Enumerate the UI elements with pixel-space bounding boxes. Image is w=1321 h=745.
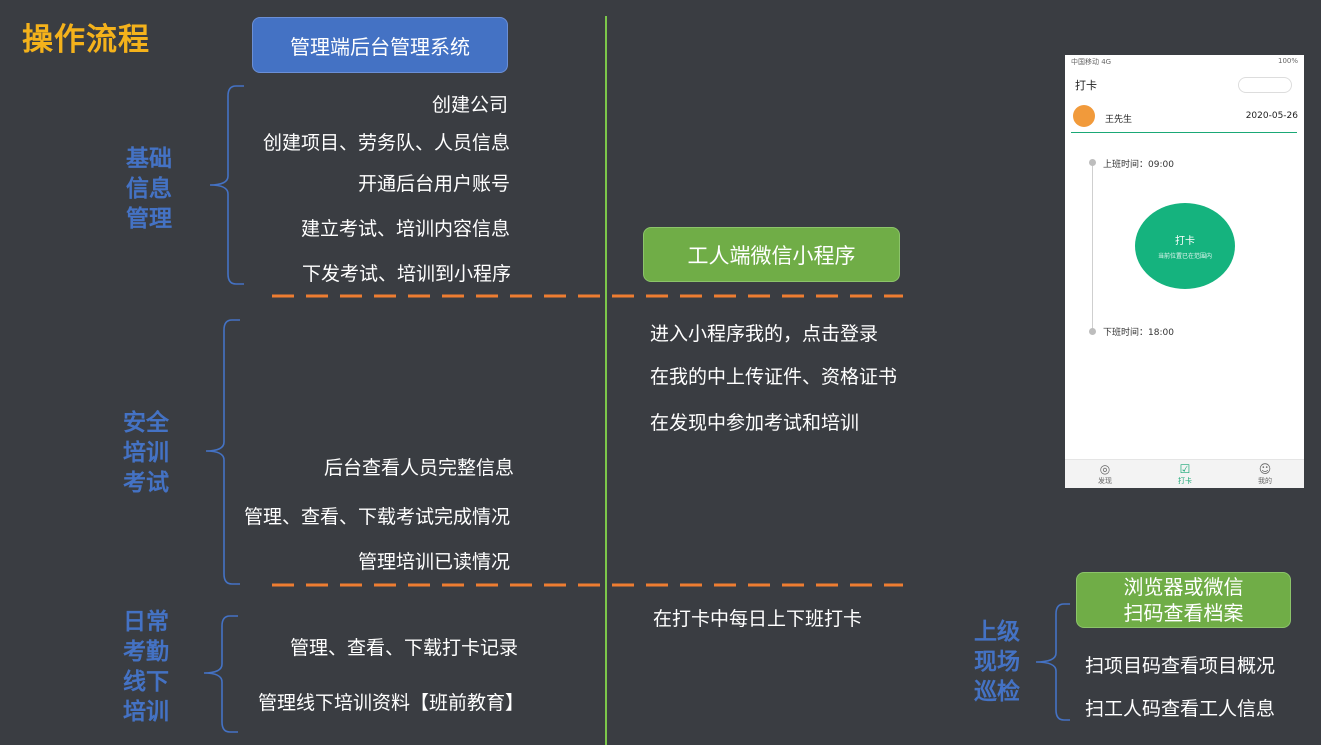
clock-in-sub: 当前位置已在范围内 — [1157, 253, 1212, 260]
tab-discover[interactable]: ◎ 发现 — [1085, 462, 1125, 486]
page-title: 操作流程 — [22, 22, 150, 58]
brace-safety — [205, 319, 240, 585]
safety-item: 管理培训已读情况 — [357, 551, 510, 573]
label-line: 基础 — [126, 146, 172, 172]
brace-daily — [203, 615, 238, 733]
basic-item: 开通后台用户账号 — [357, 173, 510, 195]
label-line: 信息 — [126, 176, 172, 202]
brace-inspect — [1035, 603, 1070, 721]
tab-clock[interactable]: ☑ 打卡 — [1165, 462, 1205, 486]
clock-in-button[interactable]: 打卡 当前位置已在范围内 — [1135, 203, 1235, 289]
label-line: 考试 — [123, 470, 169, 496]
browser-scan-box: 浏览器或微信 扫码查看档案 — [1076, 572, 1291, 628]
phone-menu-capsule[interactable] — [1238, 77, 1292, 93]
phone-tabbar: ◎ 发现 ☑ 打卡 ☺ 我的 — [1065, 459, 1304, 488]
phone-start-time: 上班时间：09:00 — [1103, 160, 1174, 170]
timeline-dot — [1089, 159, 1096, 166]
safety-item: 管理、查看、下载考试完成情况 — [243, 506, 510, 528]
section-safety-label: 安全 培训 考试 — [123, 408, 183, 498]
browser-box-line: 浏览器或微信 — [1123, 575, 1244, 599]
label-line: 日常 — [123, 609, 169, 635]
avatar — [1073, 105, 1095, 127]
admin-system-box: 管理端后台管理系统 — [252, 17, 508, 73]
phone-user-name: 王先生 — [1105, 115, 1133, 125]
tab-mine[interactable]: ☺ 我的 — [1245, 462, 1285, 486]
phone-nav-title: 打卡 — [1075, 79, 1097, 92]
worker-daily-item: 在打卡中每日上下班打卡 — [653, 608, 863, 630]
basic-item: 创建项目、劳务队、人员信息 — [262, 132, 510, 154]
clock-card-icon: ☑ — [1179, 462, 1191, 476]
tab-label: 打卡 — [1178, 477, 1192, 485]
basic-item: 建立考试、培训内容信息 — [300, 218, 510, 240]
phone-timeline — [1092, 162, 1093, 332]
label-line: 培训 — [123, 699, 169, 725]
worker-item: 进入小程序我的，点击登录 — [650, 323, 879, 345]
worker-app-box: 工人端微信小程序 — [643, 227, 900, 282]
brace-basic — [209, 85, 244, 285]
phone-divider — [1071, 132, 1297, 133]
eye-icon: ◎ — [1099, 462, 1111, 476]
browser-box-line: 扫码查看档案 — [1123, 601, 1244, 625]
inspect-item: 扫项目码查看项目概况 — [1085, 655, 1276, 677]
label-line: 巡检 — [974, 679, 1020, 705]
inspect-item: 扫工人码查看工人信息 — [1085, 698, 1276, 720]
label-line: 考勤 — [123, 639, 169, 665]
basic-item: 下发考试、培训到小程序 — [301, 263, 511, 285]
section-daily-label: 日常 考勤 线下 培训 — [123, 607, 183, 727]
phone-end-time: 下班时间：18:00 — [1103, 328, 1174, 338]
label-line: 安全 — [123, 410, 169, 436]
phone-screenshot: 中国移动 4G 100% 打卡 王先生 2020-05-26 上班时间：09:0… — [1065, 55, 1304, 488]
divider-line — [605, 16, 607, 745]
phone-status-left: 中国移动 4G — [1071, 58, 1112, 66]
label-line: 培训 — [123, 440, 169, 466]
section-inspect-label: 上级 现场 巡检 — [974, 617, 1034, 707]
label-line: 管理 — [126, 206, 172, 232]
daily-item: 管理、查看、下载打卡记录 — [289, 637, 518, 659]
label-line: 上级 — [974, 619, 1020, 645]
label-line: 现场 — [974, 649, 1020, 675]
tab-label: 发现 — [1098, 477, 1112, 485]
daily-item: 管理线下培训资料【班前教育】 — [257, 692, 524, 714]
section-basic-label: 基础 信息 管理 — [126, 144, 186, 234]
basic-item: 创建公司 — [431, 94, 508, 116]
user-icon: ☺ — [1258, 462, 1272, 476]
phone-status-right: 100% — [1277, 57, 1298, 65]
label-line: 线下 — [123, 669, 169, 695]
worker-item: 在我的中上传证件、资格证书 — [650, 366, 898, 388]
safety-item: 后台查看人员完整信息 — [323, 457, 514, 479]
timeline-dot — [1089, 328, 1096, 335]
tab-label: 我的 — [1258, 477, 1272, 485]
worker-item: 在发现中参加考试和培训 — [650, 412, 860, 434]
phone-date: 2020-05-26 — [1245, 111, 1298, 121]
clock-in-label: 打卡 — [1175, 236, 1195, 247]
